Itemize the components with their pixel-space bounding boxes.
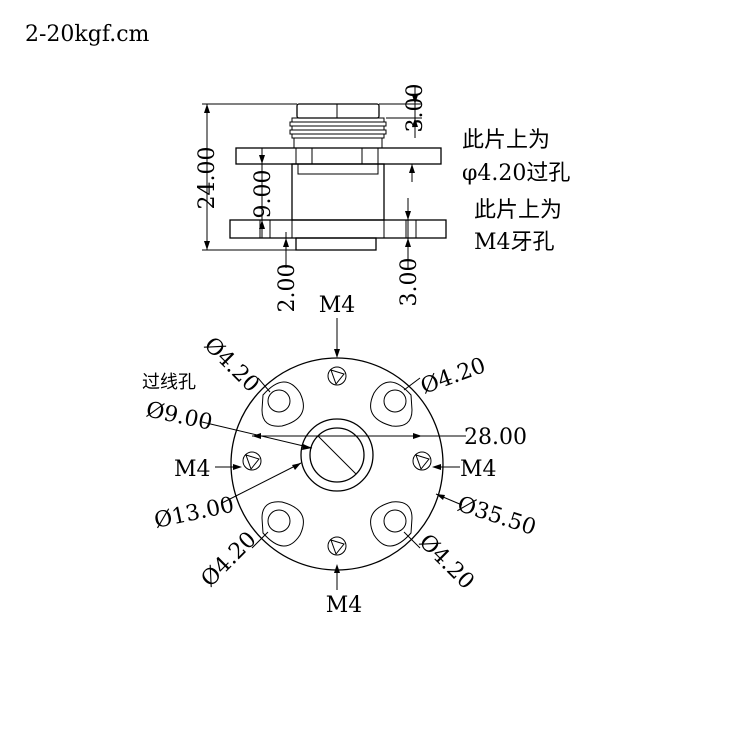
dim-top-section-label: 3.00 [403, 84, 428, 133]
front-view [201, 318, 466, 590]
lobe-lr [370, 501, 413, 547]
bore-label: Ø9.00 [144, 397, 215, 435]
bore-circle [309, 427, 365, 483]
hole-lr-label: Ø4.20 [414, 530, 479, 595]
m4-hole-left [242, 451, 262, 471]
torque-range-label: 2-20kgf.cm [25, 22, 150, 47]
upper-flange-note-line2: φ4.20过孔 [462, 161, 570, 186]
lobe-ul [261, 381, 304, 427]
lobe-ur [370, 381, 413, 427]
outer-diameter-label: Ø35.50 [454, 492, 539, 541]
m4-label-bottom: M4 [326, 593, 363, 618]
side-view: 24.00 3.00 9.00 2.00 [195, 84, 447, 312]
hole-lr [383, 509, 407, 533]
lower-flange-note-line1: 此片上为 [474, 198, 562, 223]
lower-flange-note-line2: M4牙孔 [474, 230, 555, 255]
hub-label: Ø13.00 [152, 493, 236, 534]
m4-label-top: M4 [319, 293, 356, 318]
dim-lower-left-label: 2.00 [275, 264, 300, 313]
dim-top-section: 3.00 [379, 84, 428, 138]
m4-label-right: M4 [460, 457, 497, 482]
hole-ur [383, 389, 407, 413]
dim-flange-gap: 9.00 [251, 148, 276, 238]
hole-ll [267, 509, 291, 533]
hole-ul-label: Ø4.20 [199, 333, 264, 398]
spring-thread [289, 117, 387, 149]
body-cylinder [291, 163, 385, 221]
pcd-label: 28.00 [464, 425, 527, 450]
dim-lower-right-label: 3.00 [397, 258, 422, 307]
dim-flange-gap-label: 9.00 [251, 170, 276, 219]
wire-hole-label: 过线孔 [142, 372, 196, 393]
m4-hole-bottom [327, 536, 347, 556]
m4-label-left: M4 [174, 457, 211, 482]
hole-ll-label: Ø4.20 [197, 527, 262, 592]
m4-hole-top [327, 366, 347, 386]
bottom-boss [295, 237, 377, 251]
upper-flange-note-line1: 此片上为 [462, 128, 550, 153]
dim-lower-right: 3.00 [397, 198, 422, 306]
lobe-ll [261, 501, 304, 547]
outer-circle [230, 357, 444, 571]
dim-lower-left: 2.00 [275, 232, 300, 312]
top-cap [296, 103, 380, 119]
m4-hole-right [412, 451, 432, 471]
dim-total-height: 24.00 [195, 103, 297, 251]
upper-flange [235, 147, 442, 165]
hole-ur-label: Ø4.20 [418, 353, 490, 399]
dim-total-height-label: 24.00 [195, 147, 220, 210]
hub-circle [300, 418, 374, 492]
hole-ul [267, 389, 291, 413]
